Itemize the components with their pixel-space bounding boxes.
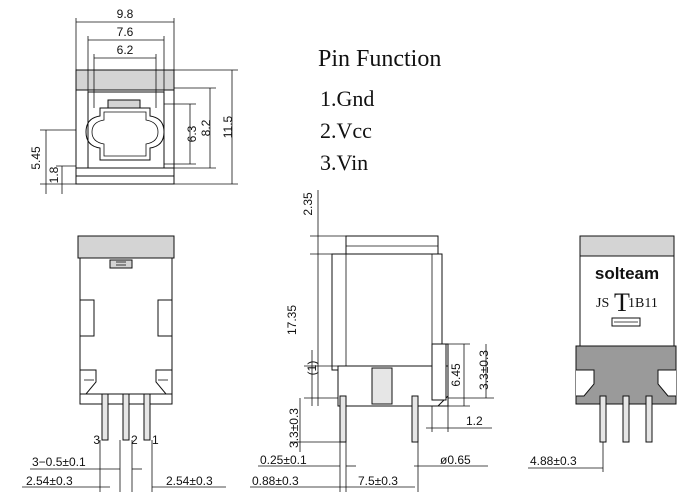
part-suffix: 1B11 [628, 296, 658, 311]
dim-0-88: 0.88±0.3 [252, 474, 299, 488]
dim-0-25: 0.25±0.1 [260, 453, 307, 467]
dim-3-3-right: 3.3±0.3 [477, 350, 491, 390]
dim-17-35: 17.35 [285, 305, 299, 335]
front-view-cap [77, 235, 175, 259]
part-prefix: JS [596, 296, 609, 311]
top-view: 9.8 7.6 6.2 6.3 8.2 11.5 5.45 1.8 [29, 7, 238, 194]
dim-dia-0-65: ø0.65 [440, 453, 471, 467]
dim-5-45: 5.45 [29, 146, 43, 170]
dim-11-5: 11.5 [221, 115, 235, 138]
pin-function-title: Pin Function [318, 46, 441, 72]
dim-8-2: 8.2 [199, 119, 213, 136]
back-pin-left [599, 395, 607, 443]
optical-port-inner [91, 111, 159, 157]
side-body [331, 253, 443, 371]
front-view: 3 2 1 3−0.5±0.1 2.54±0.3 2.54±0.3 [22, 235, 226, 492]
dim-9-8: 9.8 [117, 7, 134, 21]
front-view-slot-right [157, 299, 173, 337]
side-pin-left [339, 395, 347, 443]
part-mark: T [614, 288, 630, 317]
side-pin-right [411, 395, 419, 443]
pin-function-block: Pin Function 1.Gnd 2.Vcc 3.Vin [318, 46, 441, 175]
pin-1-label: 1.Gnd [320, 86, 374, 111]
back-view-body [579, 255, 675, 347]
dim-7-6: 7.6 [117, 25, 134, 39]
dim-7-5: 7.5±0.3 [358, 474, 398, 488]
side-base-slot [371, 367, 393, 405]
top-view-cap [75, 69, 175, 91]
front-view-latch [109, 259, 133, 269]
optical-port-outline [85, 107, 165, 161]
back-pin-right [645, 395, 653, 443]
back-view-cap [579, 235, 675, 257]
dim-6-2: 6.2 [117, 43, 134, 57]
front-pin-1 [143, 393, 151, 441]
front-pin-2 [122, 393, 130, 441]
dim-1-8: 1.8 [47, 166, 61, 183]
side-base [337, 365, 449, 407]
pin-2-label: 2.Vcc [320, 118, 372, 143]
dim-4-88: 4.88±0.3 [530, 454, 577, 468]
dim-1: (1) [305, 361, 319, 376]
brand-logo: solteam [595, 264, 659, 283]
pin-number-2: 2 [131, 433, 138, 447]
front-view-slot-left [79, 299, 95, 337]
side-view: 2.35 17.35 (1) 3.3±0.3 6.45 3.3±0.3 1.2 … [250, 190, 494, 492]
back-view: solteam JS T 1B11 4.88±0.3 [528, 235, 677, 472]
port-latch [107, 99, 141, 109]
dim-3-3-left: 3.3±0.3 [287, 408, 301, 448]
pin-number-1: 1 [152, 433, 159, 447]
dim-pitch-right: 2.54±0.3 [166, 474, 213, 488]
dim-pin-width: 3−0.5±0.1 [32, 455, 86, 469]
dim-1-2: 1.2 [466, 414, 483, 428]
front-pin-3 [101, 393, 109, 441]
dim-6-3: 6.3 [185, 125, 199, 142]
dim-pitch-left: 2.54±0.3 [26, 474, 73, 488]
pin-number-3: 3 [93, 433, 100, 447]
back-pin-mid [622, 395, 630, 443]
pin-3-label: 3.Vin [320, 150, 368, 175]
dim-6-45: 6.45 [449, 363, 463, 387]
dim-2-35: 2.35 [301, 192, 315, 216]
